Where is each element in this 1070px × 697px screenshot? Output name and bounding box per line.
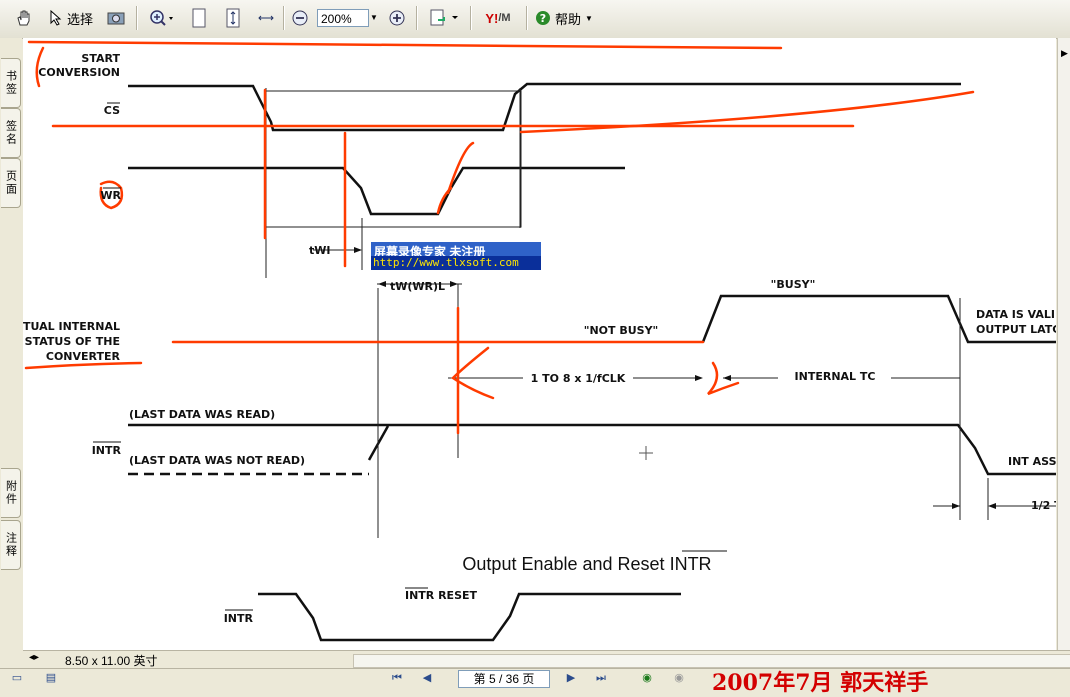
tab-signatures[interactable]: 签名 — [1, 108, 21, 158]
data-valid-label-2: OUTPUT LATC — [976, 323, 1056, 336]
page-arrow-icon — [430, 9, 458, 26]
select-label: 选择 — [66, 11, 93, 27]
timing-diagram: START CONVERSION CS WR tWI tW(WR)L TUAL … — [23, 40, 1056, 642]
help-button[interactable]: ? 帮助 ▼ — [532, 5, 596, 31]
page-size-text: 8.50 x 11.00 英寸 — [65, 654, 158, 668]
minus-circle-icon — [292, 10, 308, 26]
help-icon: ? — [536, 11, 551, 25]
tab-comments[interactable]: 注释 — [1, 520, 21, 570]
horizontal-scrollbar[interactable] — [353, 654, 1070, 668]
clk-period-label: 1 TO 8 x 1/fCLK — [531, 372, 626, 385]
snapshot-button[interactable] — [104, 5, 128, 31]
zoom-in-button[interactable] — [386, 5, 408, 31]
magnifier-icon — [150, 10, 173, 26]
hand-tool-button[interactable] — [12, 5, 36, 31]
fit-width-icon — [258, 15, 274, 21]
cs-signal-label: CS — [104, 104, 120, 117]
tab-bookmarks[interactable]: 书签 — [1, 58, 21, 108]
help-label: 帮助 — [555, 11, 582, 27]
select-tool-button[interactable]: 选择 — [46, 5, 96, 31]
plus-circle-icon — [389, 10, 405, 26]
yahoo-button[interactable]: Y! /M — [485, 10, 511, 26]
svg-text:?: ? — [540, 12, 546, 25]
conversion-label: CONVERSION — [38, 66, 120, 79]
zoom-out-button[interactable] — [289, 5, 311, 31]
start-label: START — [81, 52, 120, 65]
go-back-icon[interactable]: ◉ — [642, 672, 652, 684]
caption-banner: 2007年7月 郭天祥手 — [712, 670, 929, 696]
continuous-layout-icon[interactable]: ▤ — [45, 672, 57, 684]
vertical-scrollbar[interactable]: ▶ — [1057, 38, 1070, 650]
page-layout-icon[interactable]: ▭ — [11, 672, 23, 684]
section-title: Output Enable and Reset INTR — [462, 554, 711, 574]
twi-label: tWI — [309, 244, 330, 257]
intr-signal-label-2: INTR — [224, 612, 254, 625]
last-data-not-read-label: (LAST DATA WAS NOT READ) — [129, 454, 305, 467]
page-options-button[interactable] — [424, 5, 464, 31]
status-label-1: TUAL INTERNAL — [23, 320, 120, 333]
resize-icon[interactable]: ◂▸ — [29, 652, 40, 663]
half-t-label: 1/2 T — [1031, 499, 1056, 512]
page-number-input[interactable]: 第 5 / 36 页 — [458, 670, 550, 688]
last-data-read-label: (LAST DATA WAS READ) — [129, 408, 275, 421]
status-label-2: STATUS OF THE — [25, 335, 120, 348]
toolbar: 选择 200% ▼ Y! /M ? 帮助 ▼ — [0, 0, 1070, 39]
internal-tc-label: INTERNAL TC — [795, 370, 876, 383]
fit-width-button[interactable] — [255, 5, 277, 31]
document-view[interactable]: START CONVERSION CS WR tWI tW(WR)L TUAL … — [23, 38, 1056, 650]
navigation-bar: ▭ ▤ ⏮ ◀ 第 5 / 36 页 ▶ ⏭ ◉ ◉ 2007年7月 郭天祥手 — [0, 668, 1070, 696]
twwrl-label: tW(WR)L — [390, 280, 445, 293]
zoom-input[interactable]: 200% — [317, 9, 369, 27]
not-busy-label: "NOT BUSY" — [584, 324, 659, 337]
intr-reset-label: INTR RESET — [405, 589, 478, 602]
yahoo-icon: Y! — [485, 10, 499, 26]
first-page-icon[interactable]: ⏮ — [392, 672, 402, 684]
cursor-icon — [50, 10, 62, 26]
actual-size-button[interactable] — [188, 5, 210, 31]
page-icon — [192, 8, 206, 28]
hand-icon — [17, 10, 30, 26]
tab-pages[interactable]: 页面 — [1, 158, 21, 208]
fit-page-button[interactable] — [222, 5, 244, 31]
zoom-in-tool-button[interactable] — [144, 5, 180, 31]
tab-attachments[interactable]: 附件 — [1, 468, 21, 518]
watermark: 屏幕录像专家 未注册 http://www.tlxsoft.com — [371, 242, 541, 270]
watermark-line-1: 屏幕录像专家 未注册 — [374, 245, 486, 259]
busy-label: "BUSY" — [771, 278, 816, 291]
crosshair-cursor-icon — [639, 446, 653, 460]
status-bar: ◂▸ 8.50 x 11.00 英寸 — [23, 650, 1070, 668]
zoom-dropdown-icon[interactable]: ▼ — [370, 13, 378, 22]
data-valid-label-1: DATA IS VALI — [976, 308, 1055, 321]
wr-signal-label: WR — [100, 189, 121, 202]
int-asserted-label: INT ASSE — [1008, 455, 1056, 468]
go-forward-icon[interactable]: ◉ — [674, 672, 684, 684]
watermark-line-2: http://www.tlxsoft.com — [371, 256, 541, 270]
intr-signal-label: INTR — [92, 444, 122, 457]
help-dropdown-icon: ▼ — [585, 13, 593, 23]
last-page-icon[interactable]: ⏭ — [596, 672, 606, 684]
scroll-right-arrow-icon[interactable]: ▶ — [1061, 48, 1068, 58]
camera-icon — [107, 12, 125, 25]
navigation-panel: 书签 签名 页面 附件 注释 — [0, 38, 22, 650]
status-label-3: CONVERTER — [46, 350, 121, 363]
next-page-icon[interactable]: ▶ — [566, 672, 576, 684]
fit-height-icon — [226, 8, 240, 28]
previous-page-icon[interactable]: ◀ — [422, 672, 432, 684]
